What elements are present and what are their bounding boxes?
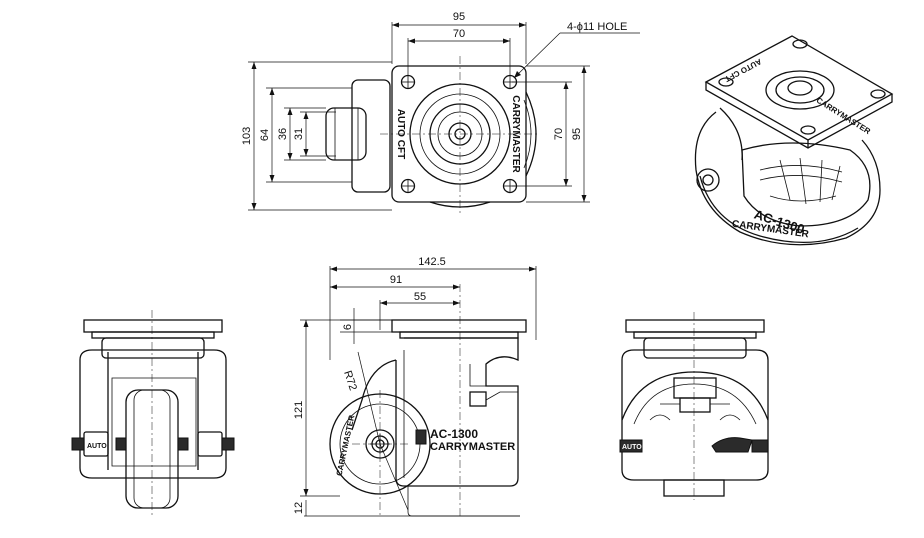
dim-121: 121	[293, 401, 305, 419]
front-side-mark: AUTO	[87, 443, 107, 450]
mount-hole	[400, 74, 416, 90]
iso-body	[694, 111, 881, 246]
rear-view-plate	[625, 319, 765, 333]
dim-6: 6	[342, 324, 354, 330]
brand-label: CARRYMASTER	[510, 95, 521, 173]
dim-right-70: 70	[553, 128, 565, 140]
dim-91: 91	[390, 274, 402, 286]
side-view-body	[395, 337, 519, 487]
side-model-logo: CARRYMASTER	[430, 441, 515, 453]
dim-31: 31	[293, 128, 305, 140]
iso-brand-label: CARRYMASTER	[815, 96, 872, 137]
dim-55: 55	[414, 291, 426, 303]
rear-side-mark: AUTO	[622, 444, 642, 451]
rear-view: AUTO	[619, 312, 769, 500]
front-view-body	[79, 349, 227, 479]
dim-12: 12	[293, 502, 305, 514]
dim-right-95: 95	[571, 128, 583, 140]
hole-note: 4-ϕ11 HOLE	[567, 21, 627, 33]
dim-top-95: 95	[453, 11, 465, 23]
mount-hole	[400, 178, 416, 194]
side-wheel-brand: CARRYMASTER	[335, 414, 357, 477]
rear-view-body	[621, 349, 769, 481]
dim-r72: R72	[341, 369, 359, 392]
side-view: CARRYMASTER AC-1300 CARRYMASTER 142.5 91…	[293, 256, 537, 517]
auto-cft-label: AUTO CFT	[395, 109, 406, 159]
dim-103: 103	[241, 127, 253, 145]
rear-view-logo-swoosh	[711, 437, 753, 453]
top-view: AUTO CFT CARRYMASTER 95 70 4-ϕ11 HOLE 10…	[241, 11, 640, 214]
top-view-wheel-housing	[351, 79, 391, 193]
iso-axle	[696, 168, 720, 192]
isometric-view: AUTO CFT CARRYMASTER AC-1300 CARRYMASTER	[694, 35, 894, 246]
dim-142-5: 142.5	[418, 256, 446, 268]
side-model-label: AC-1300	[430, 427, 478, 441]
side-view-plate	[391, 319, 527, 333]
front-view-plate	[83, 319, 223, 333]
top-view-wheel	[325, 107, 367, 161]
dim-64: 64	[259, 129, 271, 141]
dim-36: 36	[277, 128, 289, 140]
dim-top-70: 70	[453, 28, 465, 40]
front-view: AUTO	[71, 310, 235, 516]
